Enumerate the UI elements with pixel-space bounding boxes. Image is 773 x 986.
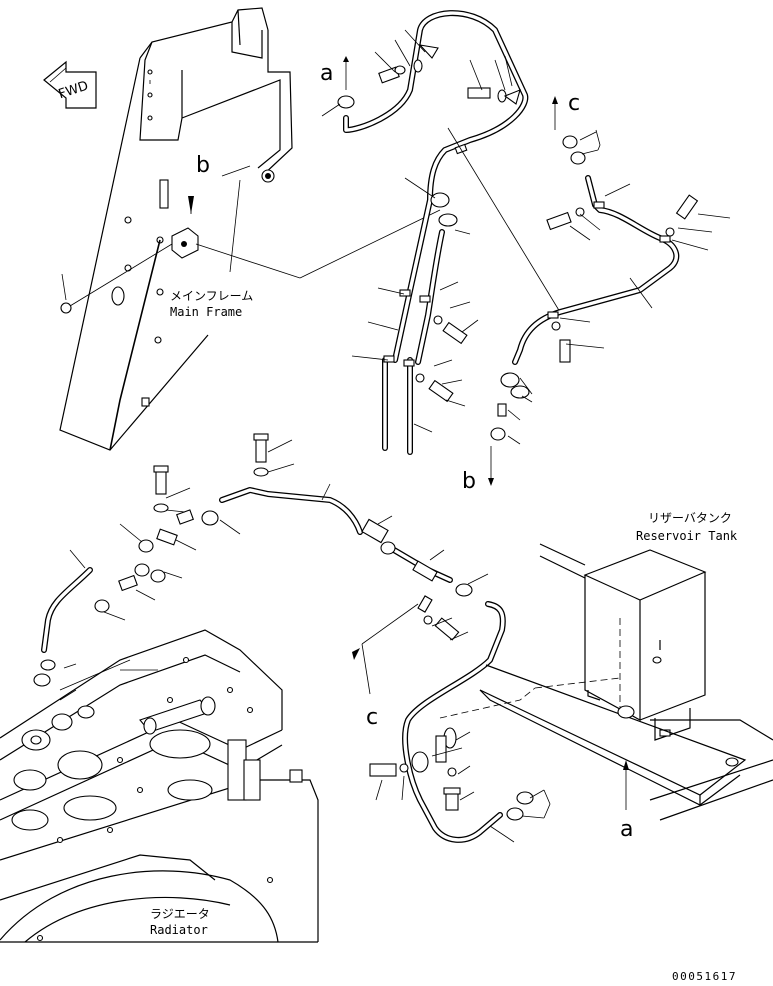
radiator-drawing [0,629,319,943]
main-frame-en-label: Main Frame [170,305,242,319]
upper-hose-assembly [321,10,561,455]
marker-a-top: a [320,61,333,86]
right-hose-assembly [488,96,731,486]
marker-c-top: c [568,91,580,116]
reservoir-tank-drawing [369,543,773,821]
fwd-arrow-icon: FWD [43,60,97,109]
middle-hose-assembly [41,433,515,843]
marker-c-bottom: c [366,705,378,730]
document-number: 00051617 [672,970,737,983]
main-frame-drawing [59,7,441,451]
marker-b-bottom: b [462,469,476,494]
reservoir-tank-jp-label: リザーバタンク [648,511,732,525]
marker-a-bottom: a [620,817,633,842]
reservoir-tank-en-label: Reservoir Tank [636,529,738,543]
radiator-en-label: Radiator [150,923,208,937]
main-frame-jp-label: メインフレーム [170,289,253,303]
fwd-label: FWD [57,79,90,103]
marker-b-top: b [196,153,210,178]
radiator-jp-label: ラジエータ [150,907,210,921]
